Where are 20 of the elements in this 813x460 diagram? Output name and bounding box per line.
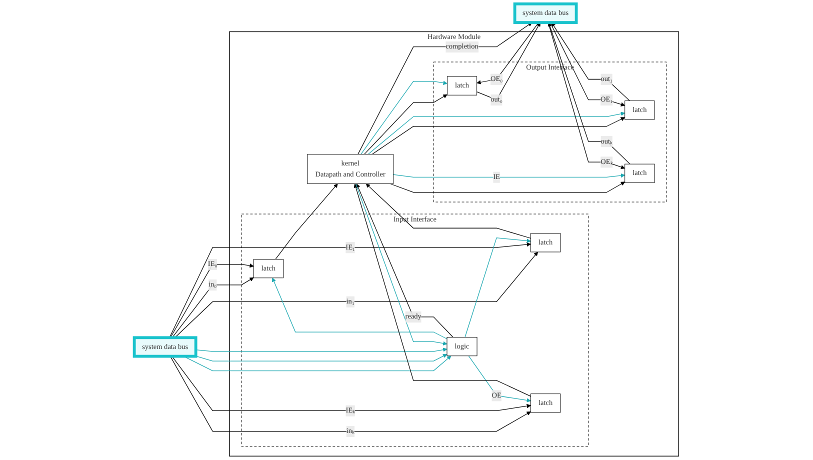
arrow xyxy=(364,94,448,155)
arrow xyxy=(476,22,539,84)
arrow xyxy=(183,356,452,372)
arrow xyxy=(272,278,448,340)
arrow xyxy=(366,184,532,239)
arrow xyxy=(170,264,254,338)
arrow xyxy=(360,80,448,155)
arrow xyxy=(392,173,626,178)
arrow xyxy=(354,184,532,397)
arrow xyxy=(390,182,626,193)
arrow xyxy=(172,356,531,412)
arrow xyxy=(358,22,532,155)
arrow xyxy=(196,348,448,352)
arrow xyxy=(476,22,540,100)
arrow xyxy=(464,237,531,338)
arrow xyxy=(170,356,531,432)
arrow xyxy=(172,277,254,338)
arrow xyxy=(196,354,448,362)
arrow xyxy=(275,184,338,260)
arrow xyxy=(468,356,531,402)
